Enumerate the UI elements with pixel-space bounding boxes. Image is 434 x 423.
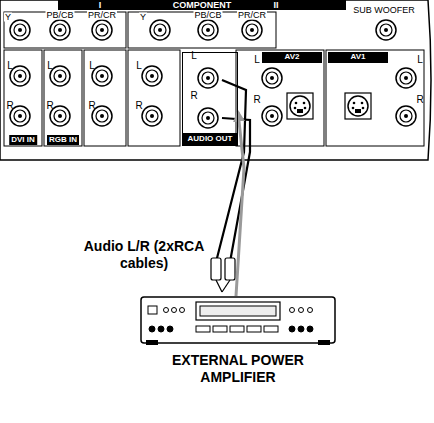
jack-label: Y bbox=[4, 13, 12, 22]
channel-label: R bbox=[253, 95, 260, 105]
s-video-jacks bbox=[287, 93, 371, 119]
channel-label: R bbox=[88, 101, 95, 111]
rca-jack bbox=[50, 66, 70, 86]
component-band bbox=[58, 0, 346, 10]
jack-label: Y bbox=[139, 13, 147, 22]
rca-jack bbox=[50, 20, 70, 40]
channel-label: L bbox=[136, 61, 142, 71]
rca-jack bbox=[92, 66, 112, 86]
rca-jack bbox=[262, 106, 282, 126]
rca-jack bbox=[242, 20, 262, 40]
channel-label: L bbox=[7, 61, 13, 71]
group-number: I bbox=[96, 1, 105, 10]
rca-jack bbox=[10, 66, 30, 86]
channel-label: L bbox=[417, 55, 423, 65]
s-video-jack bbox=[345, 93, 371, 119]
panel-outline bbox=[0, 0, 431, 160]
av2-band bbox=[262, 52, 322, 63]
jack-label: SUB WOOFER bbox=[352, 6, 416, 15]
channel-label: R bbox=[46, 101, 53, 111]
channel-label: R bbox=[6, 101, 13, 111]
channel-label: L bbox=[254, 55, 260, 65]
input-label: DVI IN bbox=[9, 135, 37, 145]
jack-label: PR/CR bbox=[237, 11, 267, 20]
input-label: AV2 bbox=[283, 52, 302, 62]
cable-label: Audio L/R (2xRCA cables) bbox=[80, 238, 208, 272]
rca-jack bbox=[198, 20, 218, 40]
input-label: AV1 bbox=[349, 52, 368, 62]
rca-jack bbox=[92, 20, 112, 40]
rca-jack bbox=[142, 66, 162, 86]
group-number: II bbox=[270, 1, 281, 10]
rca-jack bbox=[396, 106, 416, 126]
channel-label: R bbox=[135, 101, 142, 111]
section-heading: COMPONENT bbox=[170, 1, 235, 10]
channel-label: R bbox=[190, 91, 197, 101]
rca-jack bbox=[198, 68, 218, 88]
jack-label: PR/CR bbox=[87, 11, 117, 20]
channel-label: R bbox=[416, 95, 423, 105]
rca-plugs bbox=[211, 258, 235, 292]
channel-label: L bbox=[89, 61, 95, 71]
device-name: EXTERNAL POWER AMPLIFIER bbox=[140, 352, 336, 386]
rca-jack bbox=[376, 20, 396, 40]
jack-groups bbox=[4, 12, 424, 146]
audio-out-jack-group: AUDIO OUT bbox=[182, 52, 238, 146]
input-label: RGB IN bbox=[47, 135, 79, 145]
s-video-jack bbox=[287, 93, 313, 119]
rca-jack bbox=[10, 20, 30, 40]
output-label: AUDIO OUT bbox=[183, 133, 237, 145]
rca-jack bbox=[198, 108, 218, 128]
rca-jack bbox=[396, 68, 416, 88]
jack-label: PB/CB bbox=[45, 11, 74, 20]
rca-jack bbox=[142, 106, 162, 126]
rca-jack bbox=[262, 68, 282, 88]
amplifier-unit: EXTERNAL POWER AMPLIFIER bbox=[140, 296, 336, 386]
channel-label: L bbox=[47, 61, 53, 71]
av1-band bbox=[328, 52, 388, 63]
rca-jacks bbox=[10, 20, 416, 128]
amplifier-illustration bbox=[140, 296, 336, 346]
jack-label: PB/CB bbox=[193, 11, 222, 20]
rca-jack bbox=[150, 20, 170, 40]
